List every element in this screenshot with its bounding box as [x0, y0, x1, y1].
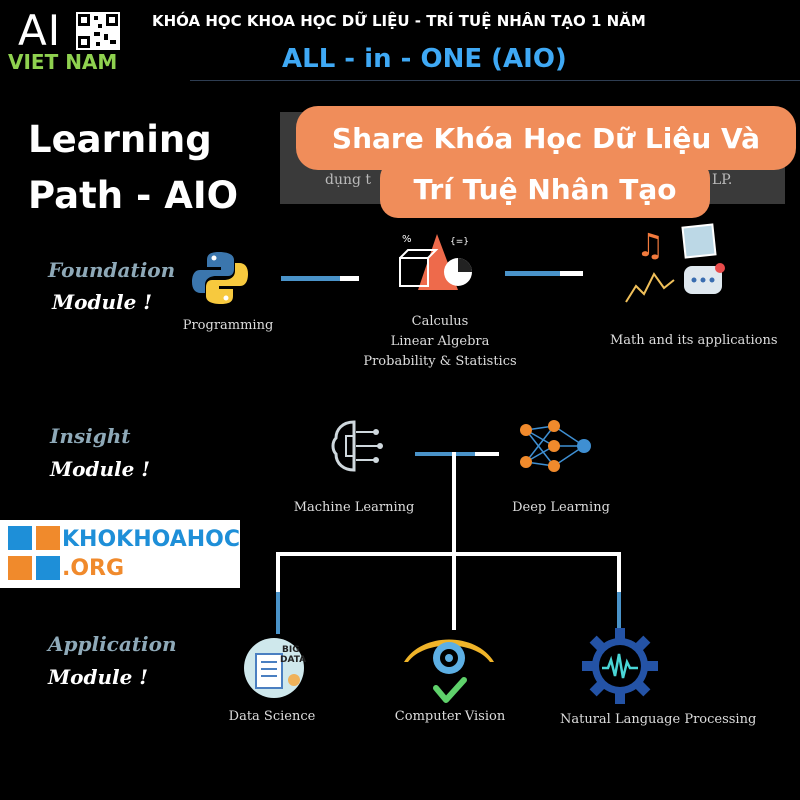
course-title: KHÓA HỌC KHOA HỌC DỮ LIỆU - TRÍ TUỆ NHÂN…	[152, 12, 646, 30]
insight-connector-left	[415, 452, 475, 456]
branch-data-science-top	[276, 552, 280, 592]
logo-subtext: VIET NAM	[8, 50, 118, 74]
qr-code-icon	[76, 12, 120, 50]
probability-statistics-label: Probability & Statistics	[363, 354, 517, 369]
branch-computer-vision	[452, 552, 456, 630]
branch-nlp-top	[617, 552, 621, 592]
svg-text:DATA: DATA	[280, 655, 306, 665]
watermark-text: KHOKHOAHOC	[62, 527, 241, 552]
application-branch-line	[276, 552, 621, 556]
math-applications-label: Math and its applications	[610, 333, 778, 348]
logo-ai-text: AI	[18, 6, 62, 55]
watermark-domain: .ORG	[62, 556, 125, 581]
big-data-icon: BIG DATA	[240, 632, 310, 704]
application-module-title: Application	[48, 632, 177, 656]
foundation-connector-2-fill	[505, 271, 560, 276]
brain-circuit-icon	[330, 418, 384, 480]
machine-learning-label: Machine Learning	[293, 500, 415, 515]
svg-text:BIG: BIG	[282, 645, 300, 655]
foundation-module-title: Foundation	[48, 258, 176, 282]
watermark-logo-icon	[8, 526, 60, 580]
data-science-label: Data Science	[228, 709, 316, 724]
obscured-text-left: dụng t	[325, 172, 372, 188]
foundation-connector-2	[505, 271, 583, 276]
foundation-connector-1	[281, 276, 359, 281]
waveform-gear-icon	[580, 626, 660, 710]
promo-banner-line-1: Share Khóa Học Dữ Liệu Và	[296, 106, 796, 170]
watermark-box	[0, 520, 240, 588]
page-title-line-1: Learning	[28, 118, 212, 161]
branch-nlp-bottom	[617, 592, 621, 628]
insight-module-title: Insight	[50, 424, 131, 448]
neural-network-icon	[518, 418, 594, 478]
math-shapes-icon: % {=}	[392, 228, 482, 304]
obscured-text-right: LP.	[712, 172, 733, 188]
math-topics-label: Calculus Linear Algebra Probability & St…	[360, 312, 520, 372]
svg-text:{=}: {=}	[450, 237, 469, 247]
programming-label: Programming	[182, 318, 274, 333]
insight-connector-right	[475, 452, 499, 456]
deep-learning-label: Deep Learning	[512, 500, 610, 515]
svg-text:♫: ♫	[636, 226, 665, 264]
calculus-label: Calculus	[411, 314, 469, 329]
eye-check-icon	[402, 628, 496, 712]
python-icon	[190, 248, 250, 312]
linear-algebra-label: Linear Algebra	[390, 334, 490, 349]
program-title: ALL - in - ONE (AIO)	[282, 44, 567, 74]
computer-vision-label: Computer Vision	[394, 709, 506, 724]
svg-text:%: %	[402, 234, 412, 245]
application-module-subtitle: Module !	[48, 665, 149, 689]
applications-collage-icon: ♫	[622, 222, 732, 314]
insight-module-subtitle: Module !	[50, 457, 151, 481]
page-title: Learning Path - AIO	[28, 112, 238, 224]
nlp-label: Natural Language Processing	[560, 712, 757, 727]
foundation-module-subtitle: Module !	[52, 290, 153, 314]
branch-data-science-bottom	[276, 592, 280, 634]
page-title-line-2: Path - AIO	[28, 174, 239, 217]
header-divider	[190, 80, 800, 81]
insight-trunk	[452, 452, 456, 554]
foundation-connector-1-fill	[281, 276, 340, 281]
